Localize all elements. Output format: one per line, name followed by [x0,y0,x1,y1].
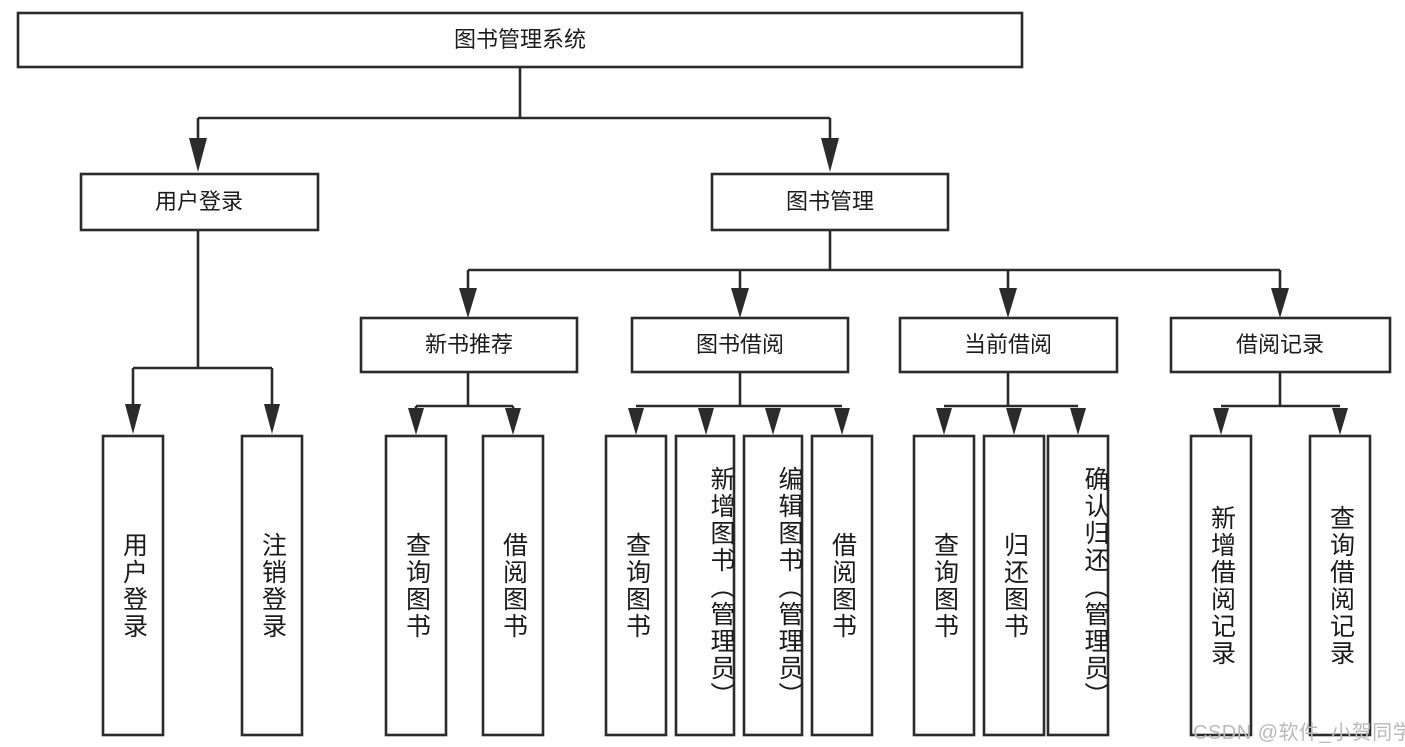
arrowhead-leaf2 [264,404,280,434]
node-root-label: 图书管理系统 [454,27,586,52]
connector-group-login [125,230,280,434]
connector-group-records [1213,372,1348,435]
connector-group-root [189,67,839,172]
connector-group-newbook [408,372,521,435]
node-leaf6-box[interactable] [674,434,736,737]
node-newbook-box[interactable] [359,316,579,374]
arrowhead-bookmgmt [821,138,839,172]
arrowhead-leaf4 [505,408,521,435]
node-leaf1-box[interactable] [101,434,165,737]
watermark-text: CSDN @软件_小贺同学 [1193,722,1405,744]
node-borrow-box[interactable] [630,316,850,374]
arrowhead-current [999,288,1017,318]
node-leaf2-box[interactable] [240,434,304,737]
arrowhead-leaf12 [1213,408,1229,435]
node-bookmgmt-box[interactable] [710,172,950,232]
arrowhead-leaf1 [125,404,141,434]
node-root-box[interactable] [16,11,1024,69]
arrowhead-records [1271,288,1289,318]
node-leaf13-box[interactable] [1308,434,1372,737]
leaf-boxes [101,434,1372,737]
node-borrow[interactable]: 图书借阅 [630,316,850,374]
node-current-label: 当前借阅 [964,332,1052,357]
node-leaf11-box[interactable] [1046,434,1110,737]
node-newbook-label: 新书推荐 [425,332,513,357]
arrowhead-leaf11 [1070,408,1086,435]
node-leaf5-box[interactable] [604,434,668,737]
node-leaf7-box[interactable] [742,434,804,737]
arrowhead-leaf10 [1006,408,1022,435]
arrowhead-borrow [731,288,749,318]
arrowhead-leaf9 [936,408,952,435]
arrowhead-leaf5 [628,408,644,435]
node-records-box[interactable] [1169,316,1392,374]
node-leaf8-box[interactable] [810,434,874,737]
connector-group-bookmgmt [459,230,1289,318]
node-login-label: 用户登录 [155,189,243,214]
node-current-box[interactable] [898,316,1119,374]
node-leaf12-box[interactable] [1189,434,1253,737]
arrowhead-newbook [459,288,477,318]
arrowhead-leaf6 [698,408,714,435]
node-bookmgmt-label: 图书管理 [786,189,874,214]
node-root[interactable]: 图书管理系统 [16,11,1024,69]
node-bookmgmt[interactable]: 图书管理 [710,172,950,232]
arrowhead-leaf8 [834,408,850,435]
node-login-box[interactable] [79,172,320,232]
node-leaf4-box[interactable] [481,434,545,737]
arrowhead-leaf7 [765,408,781,435]
node-leaf3-box[interactable] [384,434,448,737]
node-current[interactable]: 当前借阅 [898,316,1119,374]
node-records-label: 借阅记录 [1236,332,1324,357]
connector-group-current [936,372,1086,435]
arrowhead-leaf13 [1332,408,1348,435]
node-newbook[interactable]: 新书推荐 [359,316,579,374]
connector-group-borrow [628,372,850,435]
node-records[interactable]: 借阅记录 [1169,316,1392,374]
node-leaf9-box[interactable] [912,434,976,737]
node-login[interactable]: 用户登录 [79,172,320,232]
arrowhead-leaf3 [408,408,424,435]
arrowhead-login [189,138,207,172]
node-borrow-label: 图书借阅 [696,332,784,357]
node-leaf10-box[interactable] [982,434,1046,737]
